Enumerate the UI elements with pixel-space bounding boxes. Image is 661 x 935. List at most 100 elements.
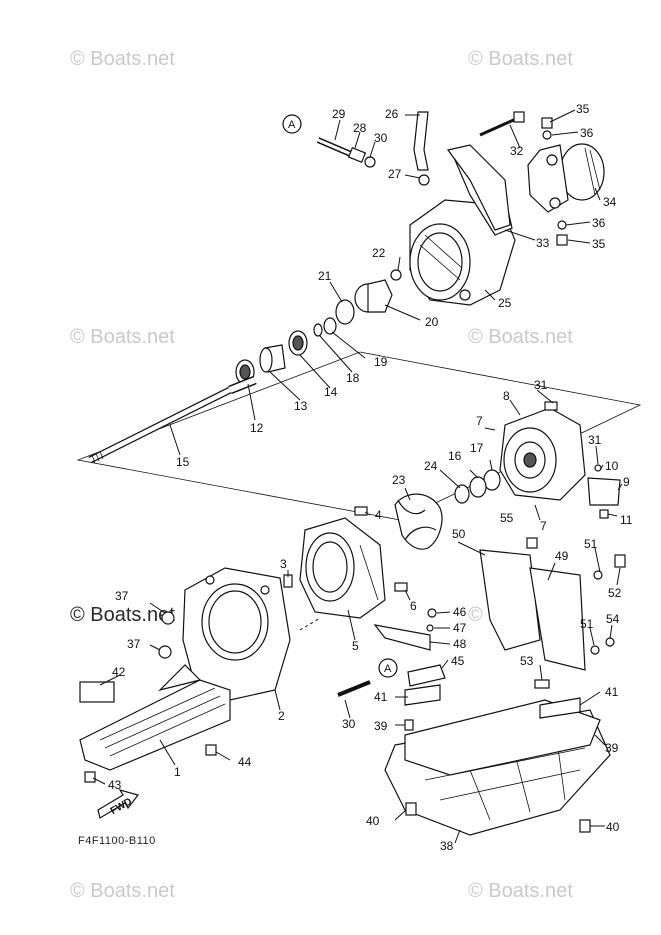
nut-part-30 <box>364 156 376 168</box>
part-label: 23 <box>392 473 406 487</box>
nozzle-part-34 <box>527 143 605 213</box>
part-label: 13 <box>294 399 308 413</box>
part-label: 15 <box>176 455 190 469</box>
steering-shaft-part-29 <box>316 137 367 164</box>
part-label: 24 <box>424 459 438 473</box>
bolt-part-53 <box>534 679 550 689</box>
part-label: 22 <box>372 246 386 260</box>
part-label: 33 <box>536 236 550 250</box>
intake-housing-part-2 <box>182 567 291 701</box>
bolt-part-11 <box>599 509 609 519</box>
drive-shaft-part-15 <box>88 375 257 464</box>
part-label: 40 <box>366 814 380 828</box>
part-label: 26 <box>385 107 399 121</box>
watermark: © Boats.net <box>468 326 573 348</box>
bracket-part-41 <box>404 684 441 706</box>
bolt-part-35 <box>541 117 553 129</box>
plate-part-39 <box>404 699 601 776</box>
part-label: 18 <box>346 371 360 385</box>
part-label: 3 <box>280 557 287 571</box>
leader-lines <box>92 109 623 844</box>
bolt-part-52 <box>614 554 626 568</box>
bolt-part-39 <box>404 719 414 731</box>
part-label: 31 <box>534 378 548 392</box>
part-label: 40 <box>606 820 620 834</box>
part-label: 29 <box>332 107 346 121</box>
part-label: 37 <box>127 637 141 651</box>
part-label: 27 <box>388 167 402 181</box>
part-label: 34 <box>603 195 617 209</box>
assembly-frame <box>76 351 642 521</box>
watermark: © Boats.net <box>70 880 175 902</box>
part-labels: 1 2 3 4 5 6 7 7 8 9 10 11 12 13 14 15 16… <box>108 102 633 853</box>
part-label: 14 <box>324 385 338 399</box>
bolt-part-6 <box>394 582 408 592</box>
nut-part-37 <box>161 611 175 625</box>
part-label: 51 <box>580 617 594 631</box>
part-label: 8 <box>503 389 510 403</box>
part-label: 5 <box>352 639 359 653</box>
svg-text:A: A <box>384 663 392 675</box>
bracket-part-41 <box>539 697 581 719</box>
fitting-part-27 <box>418 174 430 186</box>
plate-part-49 <box>529 567 586 671</box>
nut-part-51 <box>590 645 600 655</box>
part-label: 19 <box>374 355 388 369</box>
bracket-part-45 <box>407 664 446 687</box>
part-label: 31 <box>588 433 602 447</box>
watermark: © Boats.net <box>468 48 573 70</box>
bolt-part-44 <box>205 744 217 756</box>
part-label: 11 <box>620 513 633 527</box>
part-label: 32 <box>510 144 524 158</box>
part-label: 44 <box>238 755 252 769</box>
part-label: 1 <box>174 765 181 779</box>
part-label: 28 <box>353 121 367 135</box>
nut-part-51 <box>593 570 603 580</box>
watermark: © Boats.net <box>70 604 175 626</box>
part-label: 53 <box>520 654 534 668</box>
bearing-housing-part-20 <box>354 269 402 313</box>
duct-part-5 <box>299 517 386 619</box>
watermark: © Boats.net <box>468 880 573 902</box>
part-label: 16 <box>448 449 462 463</box>
watermark: © Boats.net <box>70 48 175 70</box>
bolt-part-55 <box>526 537 538 549</box>
fwd-arrow: FWD <box>97 789 140 819</box>
intake-grate-part-1 <box>79 664 231 771</box>
part-label: 39 <box>374 719 388 733</box>
part-label: 39 <box>605 741 619 755</box>
part-label: 37 <box>115 589 129 603</box>
part-label: 35 <box>576 102 590 116</box>
part-label: 30 <box>342 717 356 731</box>
part-label: 7 <box>476 414 483 428</box>
nut-part-19 <box>323 317 337 335</box>
washer-part-36 <box>557 220 567 230</box>
bracket-part-42 <box>79 681 115 703</box>
callout-a-top: A <box>282 114 302 134</box>
part-label: 48 <box>453 637 467 651</box>
bearing-part-14 <box>288 330 308 356</box>
part-label: 12 <box>250 421 264 435</box>
impeller-housing-part-8 <box>499 401 586 501</box>
part-label: 4 <box>375 508 382 522</box>
nut-part-54 <box>605 637 615 647</box>
part-label: 45 <box>451 654 465 668</box>
svg-text:A: A <box>288 119 296 131</box>
part-label: 2 <box>278 709 285 723</box>
bolt-part-43 <box>84 771 96 783</box>
part-label: 20 <box>425 315 439 329</box>
part-label: 21 <box>318 269 332 283</box>
washer-part-24 <box>454 484 470 504</box>
pipe-part-26 <box>413 111 429 171</box>
cap-part-9 <box>587 477 621 506</box>
impeller-part-23 <box>394 493 443 550</box>
part-label: 9 <box>623 475 630 489</box>
part-label: 38 <box>440 839 454 853</box>
part-label: 41 <box>605 685 619 699</box>
part-label: 35 <box>592 237 606 251</box>
part-label: 50 <box>452 527 466 541</box>
svg-text:FWD: FWD <box>109 796 134 817</box>
part-label: 43 <box>108 778 122 792</box>
spacer-part-13 <box>259 344 286 373</box>
part-label: 7 <box>540 519 547 533</box>
